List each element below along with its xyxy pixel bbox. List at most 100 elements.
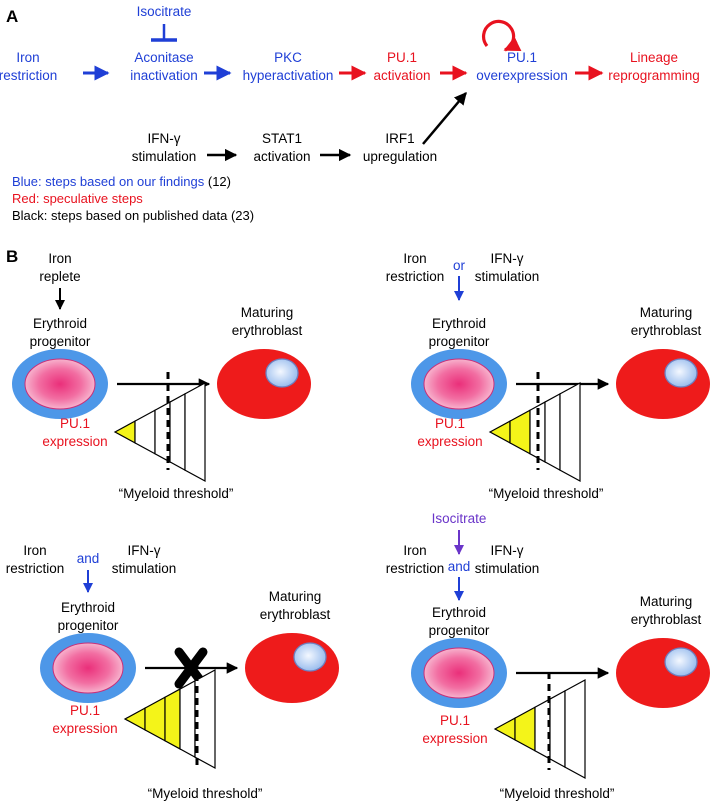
- scenario-iron-restriction-or-ifn: Erythroid progenitor Maturing erythroblastP…: [411, 305, 710, 501]
- arrow-irf1-to-overexpression: [422, 92, 467, 145]
- node-label-line1: PU.1: [387, 50, 417, 65]
- pu1-wedge-segment: [113, 420, 136, 444]
- node-label-line1: Aconitase: [134, 50, 193, 65]
- restriction-label: restriction: [386, 561, 445, 576]
- iron-label: Iron: [403, 543, 426, 558]
- node-label-line1: PU.1: [507, 50, 537, 65]
- or-connector: or: [453, 258, 466, 273]
- pu1-wedge-segment: [564, 678, 586, 780]
- pu1-label-line1: PU.1: [60, 416, 90, 431]
- node-label-line1: Iron: [16, 50, 39, 65]
- scenario-1-inputs: Iron replete: [39, 251, 81, 310]
- pu1-wedge-segment: [134, 409, 156, 455]
- restriction-label: restriction: [386, 269, 445, 284]
- stimulation-label: stimulation: [475, 561, 540, 576]
- pu1-wedge-segment: [123, 707, 146, 731]
- pu1-wedge-segment: [144, 696, 166, 742]
- node-stat1-activation: STAT1 activation: [253, 131, 310, 164]
- erythroblast-nucleus: [293, 642, 327, 672]
- progenitor-nucleus: [423, 358, 495, 410]
- stimulation-label: stimulation: [112, 561, 177, 576]
- ifn-label: IFN-γ: [491, 251, 524, 266]
- node-label-line2: activation: [373, 68, 430, 83]
- legend-blue-ref: (12): [204, 174, 231, 189]
- myeloid-threshold-label: “Myeloid threshold”: [500, 786, 615, 801]
- pu1-label-line2: expression: [52, 721, 117, 736]
- myeloid-threshold-label: “Myeloid threshold”: [119, 486, 234, 501]
- node-label-line2: inactivation: [130, 68, 198, 83]
- erythroblast-label-line1: Maturing: [640, 305, 693, 320]
- pu1-label-line2: expression: [42, 434, 107, 449]
- pu1-wedge-segment: [559, 381, 581, 483]
- pu1-wedge-segment: [184, 381, 206, 483]
- progenitor-label-line2: progenitor: [429, 334, 490, 349]
- erythroblast-cell: [245, 633, 339, 703]
- panel-b-label: B: [6, 247, 18, 266]
- pu1-wedge-segment: [514, 706, 536, 752]
- legend-blue-text: Blue: steps based on our findings: [12, 174, 205, 189]
- replete-label: replete: [39, 269, 80, 284]
- node-label-line2: hyperactivation: [243, 68, 334, 83]
- pu1-label-line1: PU.1: [435, 416, 465, 431]
- scenario-4-inputs: Isocitrate Iron restriction and IFN-γ st…: [386, 511, 540, 601]
- node-iron-restriction: Iron restriction: [0, 50, 57, 83]
- progenitor-nucleus: [423, 647, 495, 699]
- pu1-label-line2: expression: [422, 731, 487, 746]
- panel-a-label: A: [6, 7, 18, 26]
- pu1-autoregulation-loop: [482, 19, 522, 52]
- progenitor-label-line1: Erythroid: [33, 316, 87, 331]
- progenitor-label-line1: Erythroid: [432, 316, 486, 331]
- pu1-wedge-segment: [179, 679, 196, 759]
- node-label-line2: overexpression: [476, 68, 568, 83]
- erythroblast-nucleus: [265, 358, 299, 388]
- scenario-2-inputs: Iron restriction or IFN-γ stimulation: [386, 251, 540, 301]
- blocked-x-stroke: [174, 647, 208, 689]
- erythroblast-label-line2: erythroblast: [232, 323, 303, 338]
- node-label-line2: reprogramming: [608, 68, 700, 83]
- isocitrate-inhibitor-label: Isocitrate: [137, 4, 192, 19]
- progenitor-nucleus: [52, 642, 124, 694]
- pu1-label-line1: PU.1: [70, 703, 100, 718]
- node-label-line1: STAT1: [262, 131, 302, 146]
- progenitor-label-line2: progenitor: [30, 334, 91, 349]
- erythroblast-cell: [616, 638, 710, 708]
- stimulation-label: stimulation: [475, 269, 540, 284]
- erythroblast-nucleus: [664, 647, 698, 677]
- node-label-line1: Lineage: [630, 50, 678, 65]
- erythroblast-label-line2: erythroblast: [631, 612, 702, 627]
- node-ifn-gamma-stimulation: IFN-γ stimulation: [132, 131, 197, 164]
- pu1-wedge-segment: [194, 668, 216, 770]
- node-label-line2: stimulation: [132, 149, 197, 164]
- iron-label: Iron: [23, 543, 46, 558]
- progenitor-label-line1: Erythroid: [432, 605, 486, 620]
- pu1-wedge-segment: [493, 717, 516, 741]
- node-pkc-hyperactivation: PKC hyperactivation: [243, 50, 334, 83]
- node-aconitase-inactivation: Aconitase inactivation: [130, 50, 198, 83]
- legend: Blue: steps based on our findings (12) R…: [12, 174, 254, 223]
- pu1-wedge-segment: [544, 392, 561, 472]
- restriction-label: restriction: [6, 561, 65, 576]
- erythroblast-nucleus: [664, 358, 698, 388]
- myeloid-threshold-label: “Myeloid threshold”: [148, 786, 263, 801]
- node-label-line1: IFN-γ: [148, 131, 181, 146]
- and-connector: and: [448, 559, 471, 574]
- ifn-label: IFN-γ: [491, 543, 524, 558]
- node-label-line2: restriction: [0, 68, 57, 83]
- pu1-wedge-segment: [549, 689, 566, 769]
- legend-black: Black: steps based on published data (23…: [12, 208, 254, 223]
- progenitor-label-line2: progenitor: [429, 623, 490, 638]
- isocitrate-label: Isocitrate: [432, 511, 487, 526]
- and-connector: and: [77, 551, 100, 566]
- scenario-iron-replete: Erythroid progenitor Maturing erythroblastP…: [12, 305, 311, 501]
- erythroblast-label-line1: Maturing: [241, 305, 294, 320]
- node-irf1-upregulation: IRF1 upregulation: [363, 131, 437, 164]
- scenario-isocitrate-rescue: ErythroidprogenitorMaturingerythroblastP…: [411, 594, 710, 801]
- pu1-wedge-segment: [509, 409, 531, 455]
- erythroblast-label-line2: erythroblast: [631, 323, 702, 338]
- node-label-line1: IRF1: [385, 131, 414, 146]
- node-pu1-overexpression: PU.1 overexpression: [476, 50, 568, 83]
- pu1-label-line1: PU.1: [440, 713, 470, 728]
- legend-blue: Blue: steps based on our findings (12): [12, 174, 231, 189]
- inhibition-bar: [151, 24, 177, 42]
